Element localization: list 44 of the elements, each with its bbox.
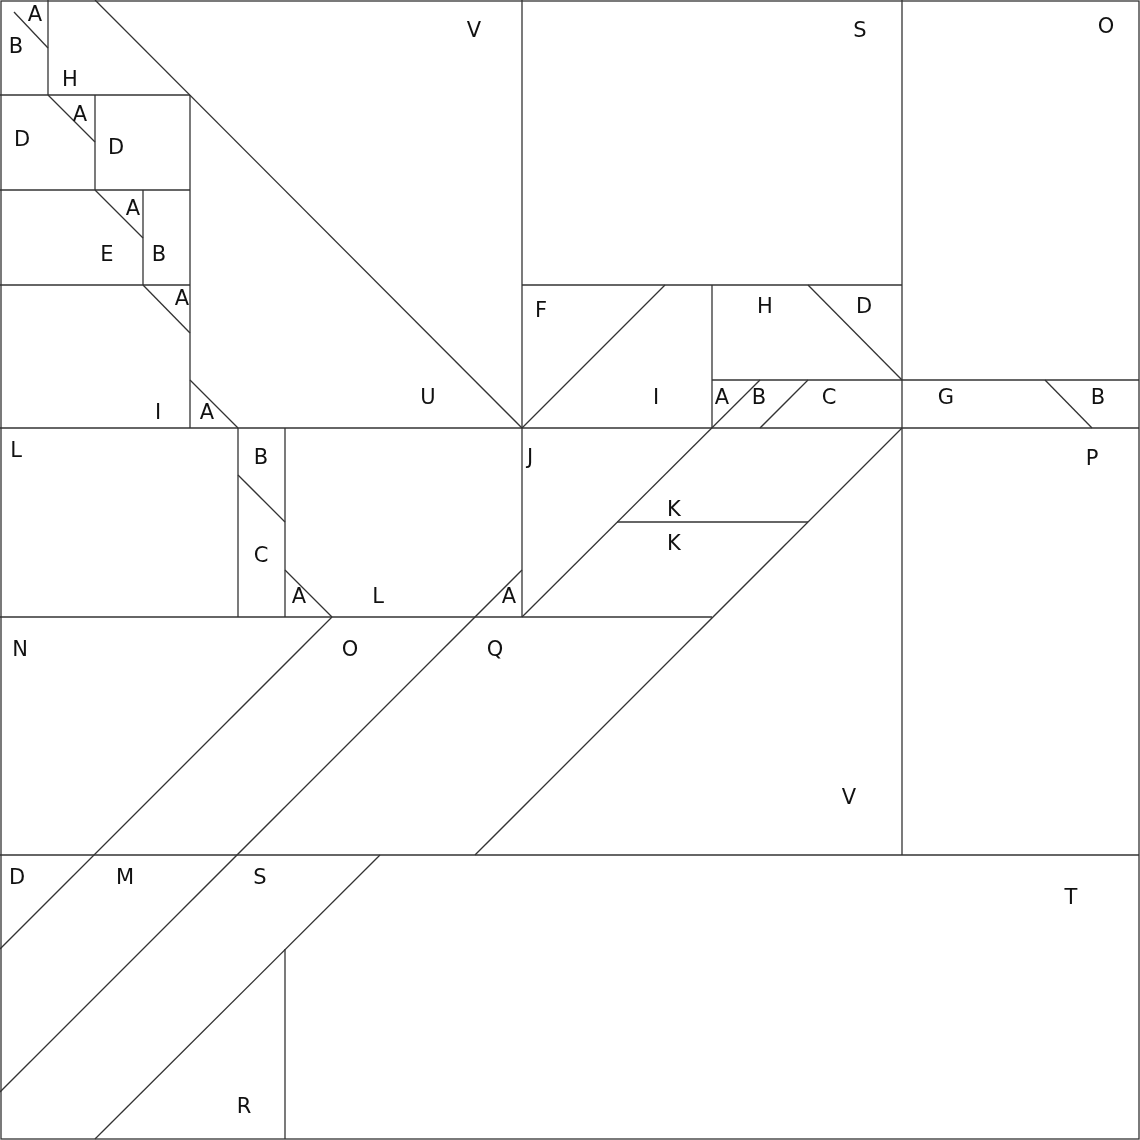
patch-letter: C — [253, 544, 269, 566]
patch-letter: A — [714, 386, 730, 408]
patch-letter: D — [8, 866, 26, 888]
patch-letter: A — [27, 3, 43, 25]
patch-letter: D — [13, 128, 31, 150]
patch-letter: K — [667, 532, 681, 554]
patch-letter: K — [667, 498, 681, 520]
patch-letter: S — [253, 866, 267, 888]
patch-letter: L — [372, 585, 384, 607]
patch-letter: A — [174, 287, 190, 309]
patch-letter: H — [62, 68, 78, 90]
patch-letter: V — [841, 786, 857, 808]
patch-letter: B — [253, 446, 269, 468]
patch-letter: B — [151, 243, 167, 265]
patch-letter: Q — [486, 638, 504, 660]
patch-letter: D — [855, 295, 873, 317]
patch-letter: H — [757, 295, 773, 317]
patch-letter: E — [100, 243, 114, 265]
patch-letter: N — [12, 638, 28, 660]
patch-letter: L — [10, 439, 22, 461]
patch-letter: A — [501, 585, 517, 607]
patch-letter: F — [534, 299, 548, 321]
patch-letter: B — [751, 386, 767, 408]
patch-letter: B — [1090, 386, 1106, 408]
patch-letter: M — [115, 866, 135, 888]
patch-letter: D — [107, 136, 125, 158]
patch-letter: A — [199, 401, 215, 423]
patch-letter: I — [652, 386, 660, 408]
patch-letter: A — [291, 585, 307, 607]
patch-letter: U — [420, 386, 436, 408]
patch-letter: V — [466, 19, 482, 41]
patch-letter: S — [853, 19, 867, 41]
patch-letter: G — [937, 386, 955, 408]
patch-letter: O — [1097, 15, 1115, 37]
patch-letter: T — [1064, 886, 1078, 908]
patch-letter: O — [341, 638, 359, 660]
patch-letter: P — [1085, 447, 1099, 469]
patch-letter: I — [154, 401, 162, 423]
patch-letter: A — [125, 197, 141, 219]
patch-letter: R — [236, 1095, 252, 1117]
patch-letter: C — [821, 386, 837, 408]
patch-letter: A — [72, 103, 88, 125]
patch-letter: J — [526, 446, 534, 468]
patch-letter: B — [8, 35, 24, 57]
